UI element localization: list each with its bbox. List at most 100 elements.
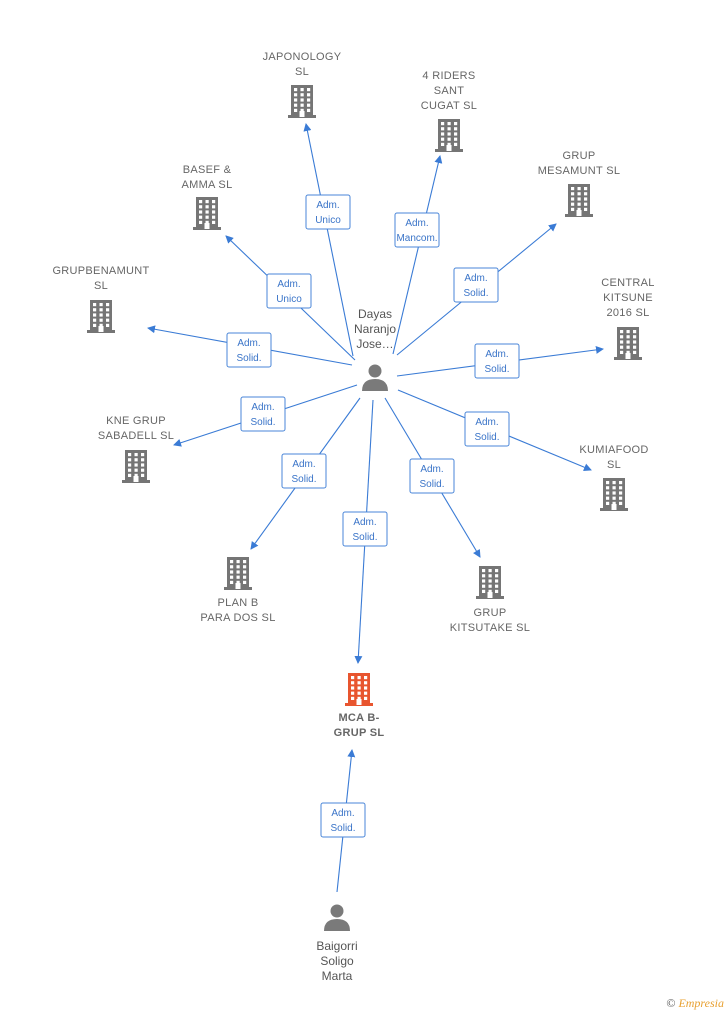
company-label-grupbenamunt: GRUPBENAMUNT SL [52,265,149,292]
person-label-dayas-line: Dayas [358,307,392,321]
building-icon [224,557,252,590]
role-badge-grupbenamunt[interactable]: Adm. Solid. [226,332,272,368]
role-text: Adm. [464,273,487,284]
target-building-icon [345,673,373,706]
company-label-mesamunt-line: MESAMUNT SL [538,165,621,177]
edges-layer [147,123,604,893]
role-text: Adm. [485,349,508,360]
company-label-kitsune-line: CENTRAL [601,277,654,289]
building-icon [435,119,463,152]
role-badge-kumiafood[interactable]: Adm. Solid. [464,411,510,447]
company-label-mca: MCA B- GRUP SL [334,712,385,739]
role-text: Adm. [277,279,300,290]
role-badge-planb[interactable]: Adm. Solid. [281,453,327,489]
building-icon [193,197,221,230]
person-icon [324,904,350,931]
building-icon [122,450,150,483]
role-text: Unico [315,215,341,226]
company-label-japonology-line: SL [295,66,309,78]
company-label-kitsune: CENTRAL KITSUNE 2016 SL [601,277,654,319]
company-label-basef-line: BASEF & [183,164,232,176]
company-label-planb-line: PARA DOS SL [200,612,275,624]
role-text: Adm. [331,808,354,819]
company-label-mca-line: GRUP SL [334,727,385,739]
role-text: Adm. [405,218,428,229]
company-label-grupbenamunt-line: SL [94,280,108,292]
role-text: Adm. [237,338,260,349]
role-text: Adm. [475,417,498,428]
role-text: Solid. [419,479,444,490]
role-text: Solid. [250,417,275,428]
building-icon [600,478,628,511]
company-label-basef: BASEF & AMMA SL [181,164,232,191]
role-text: Solid. [352,532,377,543]
company-label-mesamunt-line: GRUP [563,150,596,162]
role-badge-mca[interactable]: Adm. Solid. [320,802,366,838]
company-label-kne: KNE GRUP SABADELL SL [98,415,174,442]
role-badge-riders[interactable]: Adm. Mancom. [394,212,440,248]
company-label-kne-line: KNE GRUP [106,415,166,427]
company-label-kitsune-line: KITSUNE [603,292,653,304]
role-text: Solid. [330,823,355,834]
role-text: Mancom. [396,233,437,244]
company-label-mesamunt: GRUP MESAMUNT SL [538,150,621,177]
role-badge-kitsune[interactable]: Adm.Solid. [474,343,520,379]
company-label-kitsutake: GRUP KITSUTAKE SL [450,607,530,634]
role-text: Solid. [236,353,261,364]
building-icon [614,327,642,360]
role-text: Adm. [316,200,339,211]
person-label-dayas-line: Naranjo [354,322,396,336]
brand-name: Empresia [678,996,724,1010]
footer-brand: © Empresia [666,996,724,1011]
company-label-kumiafood-line: KUMIAFOOD [579,444,648,456]
role-text: Adm. [251,402,274,413]
person-label-baigorri-line: Soligo [320,954,354,968]
person-label-baigorri-line: Marta [322,969,353,983]
relation-edge-dayas-japonology [303,123,354,357]
person-icon [362,364,388,391]
person-label-dayas-line: Jose… [356,337,393,351]
role-text: Unico [276,294,302,305]
company-label-kne-line: SABADELL SL [98,430,174,442]
company-label-grupbenamunt-line: GRUPBENAMUNT [52,265,149,277]
company-label-planb: PLAN B PARA DOS SL [200,597,275,624]
nodes-layer: JAPONOLOGY SL 4 RIDERS SANT CUGAT SL BASEF & A… [52,51,654,983]
copyright-symbol: © [666,996,676,1010]
company-label-kitsutake-line: KITSUTAKE SL [450,622,530,634]
building-icon [476,566,504,599]
role-badge-mca[interactable]: Adm. Solid. [342,511,388,547]
role-text: Adm. [420,464,443,475]
building-icon [565,184,593,217]
role-badge-mesamunt[interactable]: Adm. Solid. [453,267,499,303]
building-icon [87,300,115,333]
role-badge-japonology[interactable]: Adm. Unico [305,194,351,230]
company-label-mca-line: MCA B- [338,712,379,724]
role-text: Solid. [463,288,488,299]
role-text: Solid. [291,474,316,485]
company-label-kitsune-line: 2016 SL [606,307,649,319]
company-label-japonology-line: JAPONOLOGY [263,51,342,63]
company-label-riders-line: CUGAT SL [421,100,477,112]
relation-edge-dayas-riders [392,155,443,355]
company-label-kumiafood: KUMIAFOOD SL [579,444,648,471]
building-icon [288,85,316,118]
role-badge-kitsutake[interactable]: Adm. Solid. [409,458,455,494]
company-label-kitsutake-line: GRUP [474,607,507,619]
role-text: Adm. [292,459,315,470]
company-label-basef-line: AMMA SL [181,179,232,191]
role-badge-basef[interactable]: Adm. Unico [266,273,312,309]
company-label-japonology: JAPONOLOGY SL [263,51,342,78]
company-label-riders: 4 RIDERS SANT CUGAT SL [421,70,477,112]
role-text: Adm. [353,517,376,528]
role-badge-kne[interactable]: Adm. Solid. [240,396,286,432]
company-label-riders-line: SANT [434,85,465,97]
role-text: Solid. [474,432,499,443]
company-label-kumiafood-line: SL [607,459,621,471]
company-label-riders-line: 4 RIDERS [422,70,475,82]
person-label-baigorri-line: Baigorri [316,939,357,953]
company-label-planb-line: PLAN B [218,597,259,609]
